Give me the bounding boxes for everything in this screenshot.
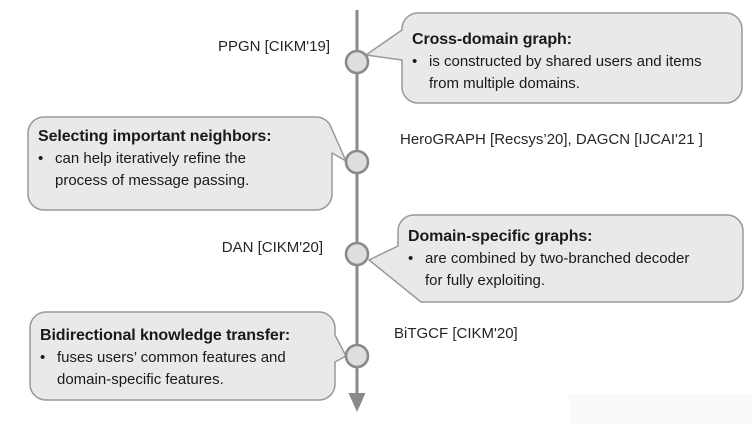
bullet-icon: • (38, 150, 44, 167)
callout-title: Bidirectional knowledge transfer: (40, 327, 291, 344)
callout-title: Domain-specific graphs: (408, 228, 593, 245)
callout-bullet-text: are combined by two-branched decoder for… (425, 250, 690, 289)
timeline-label-herograph-dagcn: HeroGRAPH [Recsys’20], DAGCN [IJCAI'21 ] (400, 131, 703, 148)
callout-bullet: • can help iteratively refine the proces… (38, 148, 326, 192)
callout-bullet-text: can help iteratively refine the process … (55, 150, 250, 189)
faint-corner-patch (569, 394, 752, 424)
timeline-node-4 (344, 343, 370, 369)
timeline-node-1 (344, 49, 370, 75)
bullet-icon: • (412, 53, 418, 70)
callout-bullet-text: fuses users’ common features and domain-… (57, 349, 286, 388)
callout-bubble-3 (368, 214, 744, 303)
callout-bullet: • fuses users’ common features and domai… (40, 347, 328, 391)
callout-bullet: • are combined by two-branched decoder f… (408, 248, 736, 292)
callout-bubble-2 (27, 116, 347, 211)
callout-bubble-4 (29, 311, 347, 401)
callout-domain-specific-graphs: Domain-specific graphs: • are combined b… (408, 226, 736, 292)
timeline-label-dan: DAN [CIKM'20] (221, 239, 323, 256)
callout-bidirectional-knowledge-transfer: Bidirectional knowledge transfer: • fuse… (40, 325, 328, 391)
timeline-node-2 (344, 149, 370, 175)
bullet-icon: • (40, 349, 46, 366)
bullet-icon: • (408, 250, 414, 267)
callout-title: Cross-domain graph: (412, 31, 572, 48)
timeline-node-3 (344, 241, 370, 267)
timeline-label-ppgn: PPGN [CIKM'19] (217, 38, 330, 55)
callout-title: Selecting important neighbors: (38, 128, 272, 145)
callout-selecting-important-neighbors: Selecting important neighbors: • can hel… (38, 126, 326, 192)
callout-bullet: • is constructed by shared users and ite… (412, 51, 734, 95)
callout-bubble-1 (365, 12, 743, 104)
callout-cross-domain-graph: Cross-domain graph: • is constructed by … (412, 29, 734, 95)
callout-bullet-text: is constructed by shared users and items… (429, 53, 702, 92)
arrow-down-icon (348, 393, 366, 412)
timeline-label-bitgcf: BiTGCF [CIKM'20] (394, 325, 518, 342)
